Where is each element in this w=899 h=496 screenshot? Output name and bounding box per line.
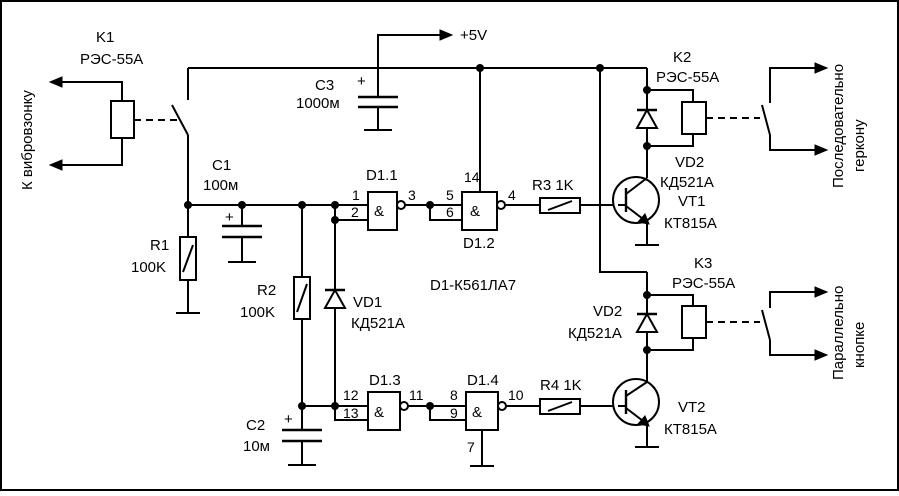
r4-label: R4 1K	[540, 377, 582, 394]
c3-value: 1000м	[296, 95, 340, 112]
ic-label: D1-К561ЛА7	[430, 277, 516, 294]
gate-d1-3: & D1.3 12 13 11	[302, 372, 466, 431]
k1-type: РЭС-55А	[80, 51, 143, 68]
k1-coil	[110, 100, 135, 139]
supply-rail: +5V	[188, 27, 647, 69]
d1-4-symbol: &	[472, 404, 482, 421]
supply-label: +5V	[460, 27, 487, 44]
r1-ref: R1	[150, 237, 169, 254]
c1-value: 100м	[203, 177, 238, 194]
resistor-r1: R1 100K	[131, 205, 200, 314]
series-label-line2: геркону	[851, 119, 868, 172]
r2-ref: R2	[257, 282, 276, 299]
r3-label: R3 1K	[532, 177, 574, 194]
d1-2-pin6: 6	[446, 204, 454, 220]
series-label-line1: Последовательно	[830, 64, 847, 188]
resistor-r3: R3 1K	[532, 177, 618, 214]
k2-type: РЭС-55А	[656, 69, 719, 86]
d1-3-symbol: &	[374, 404, 384, 421]
relay-k2: K2 РЭС-55А VD2 КД521А Последовательно ге…	[596, 49, 868, 191]
c3-ref: C3	[315, 77, 334, 94]
r2-value: 100K	[240, 304, 275, 321]
relay-k3: K3 РЭС-55А VD2 КД521А Параллельно кнопке	[568, 255, 868, 382]
c2-plus: +	[284, 411, 293, 428]
d1-1-pin2: 2	[351, 204, 359, 220]
parallel-arrow-up-icon	[814, 286, 829, 298]
vibro-label: К вибровзонку	[19, 90, 36, 190]
capacitor-c1: + C1 100м	[184, 157, 339, 263]
vt1-type: КТ815А	[664, 215, 717, 232]
vt2-ref: VT2	[678, 399, 706, 416]
resistor-r4: R4 1K	[539, 377, 618, 415]
d1-4-ref: D1.4	[467, 372, 499, 389]
capacitor-c2: + C2 10м	[243, 402, 322, 466]
k3-ref: K3	[694, 255, 712, 272]
transistor-vt2: VT2 КТ815А	[612, 378, 717, 448]
rail-to-k3	[599, 68, 647, 273]
k1-ref: K1	[96, 29, 114, 46]
capacitor-c3: + C3 1000м	[296, 68, 398, 131]
d1-2-symbol: &	[470, 203, 480, 220]
d1-4-pin8: 8	[450, 387, 458, 403]
d1-3-ref: D1.3	[369, 372, 401, 389]
d1-4-pin7: 7	[467, 439, 475, 455]
d1-4-pin10: 10	[508, 387, 524, 403]
parallel-label-line2: кнопке	[851, 322, 868, 368]
d1-2-pin4: 4	[508, 187, 516, 203]
d1-3-pin12: 12	[343, 387, 359, 403]
gate-d1-1: & D1.1 1 2 3	[335, 167, 430, 231]
vibro-arrow-down-icon	[48, 159, 63, 171]
d1-2-pin14: 14	[464, 169, 480, 185]
series-arrow-up-icon	[814, 62, 829, 74]
vibro-arrow-up-icon	[48, 76, 63, 88]
vd2-top-ref: VD2	[675, 154, 704, 171]
c2-ref: C2	[246, 417, 265, 434]
d1-3-pin13: 13	[343, 405, 359, 421]
series-arrow-down-icon	[814, 144, 829, 156]
parallel-arrow-down-icon	[814, 349, 829, 361]
resistor-r2: R2 100K	[240, 205, 311, 406]
k2-ref: K2	[673, 49, 691, 66]
transistor-vt1: VT1 КТ815А	[612, 176, 717, 246]
vd1-ref: VD1	[353, 294, 382, 311]
relay-k1: K1 РЭС-55А К вибровзонку	[19, 29, 189, 205]
r1-value: 100K	[131, 259, 166, 276]
c1-plus: +	[225, 209, 234, 226]
vt1-ref: VT1	[678, 193, 706, 210]
d1-2-pin5: 5	[446, 187, 454, 203]
supply-arrow-icon	[439, 29, 454, 41]
d1-3-pin11: 11	[409, 387, 424, 403]
k3-type: РЭС-55А	[672, 275, 735, 292]
d1-2-ref: D1.2	[463, 235, 495, 252]
c1-ref: C1	[212, 157, 231, 174]
diode-vd1: VD1 КД521А	[323, 205, 405, 410]
vd1-type: КД521А	[351, 315, 405, 332]
parallel-label-line1: Параллельно	[830, 286, 847, 380]
vd2-bottom-type: КД521А	[568, 325, 622, 342]
d1-1-pin3: 3	[408, 187, 416, 203]
d1-4-pin9: 9	[450, 405, 458, 421]
d1-1-ref: D1.1	[366, 167, 398, 184]
vt2-type: КТ815А	[664, 421, 717, 438]
gate-d1-2: & D1.2 5 6 4 14	[426, 64, 540, 252]
d1-1-symbol: &	[374, 203, 384, 220]
d1-1-pin1: 1	[352, 187, 360, 203]
vd2-top-type: КД521А	[660, 174, 714, 191]
gate-d1-4: & D1.4 8 9 10 7	[426, 372, 540, 467]
c2-value: 10м	[243, 438, 270, 455]
c3-plus: +	[357, 73, 366, 90]
vd2-bottom-ref: VD2	[593, 303, 622, 320]
